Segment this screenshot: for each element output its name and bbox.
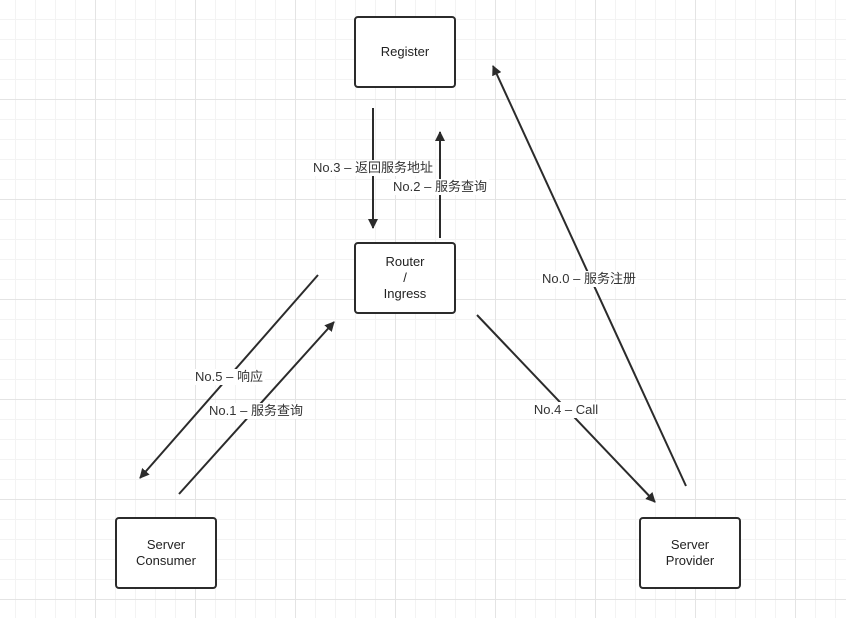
edge-label-no2: No.2 – 服务查询 (391, 179, 489, 195)
router-node-line-3: Ingress (383, 286, 427, 301)
router-node-line-1: Router (385, 254, 425, 269)
edge-label-no5: No.5 – 响应 (193, 369, 265, 385)
register-node[interactable]: Register (354, 16, 456, 88)
router-node-line-2: / (403, 270, 407, 285)
consumer-node-line-2: Consumer (136, 553, 196, 568)
edge-label-no3: No.3 – 返回服务地址 (311, 160, 435, 176)
provider-node-line-2: Provider (665, 553, 715, 568)
edge-label-no0: No.0 – 服务注册 (540, 271, 638, 287)
server-provider-node[interactable]: Server Provider (639, 517, 741, 589)
edge-label-no1: No.1 – 服务查询 (207, 403, 305, 419)
provider-node-line-1: Server (670, 537, 710, 552)
edge-label-no4: No.4 – Call (531, 402, 601, 418)
consumer-node-line-1: Server (146, 537, 186, 552)
register-node-label: Register (380, 44, 430, 59)
server-consumer-node[interactable]: Server Consumer (115, 517, 217, 589)
router-ingress-node[interactable]: Router / Ingress (354, 242, 456, 314)
